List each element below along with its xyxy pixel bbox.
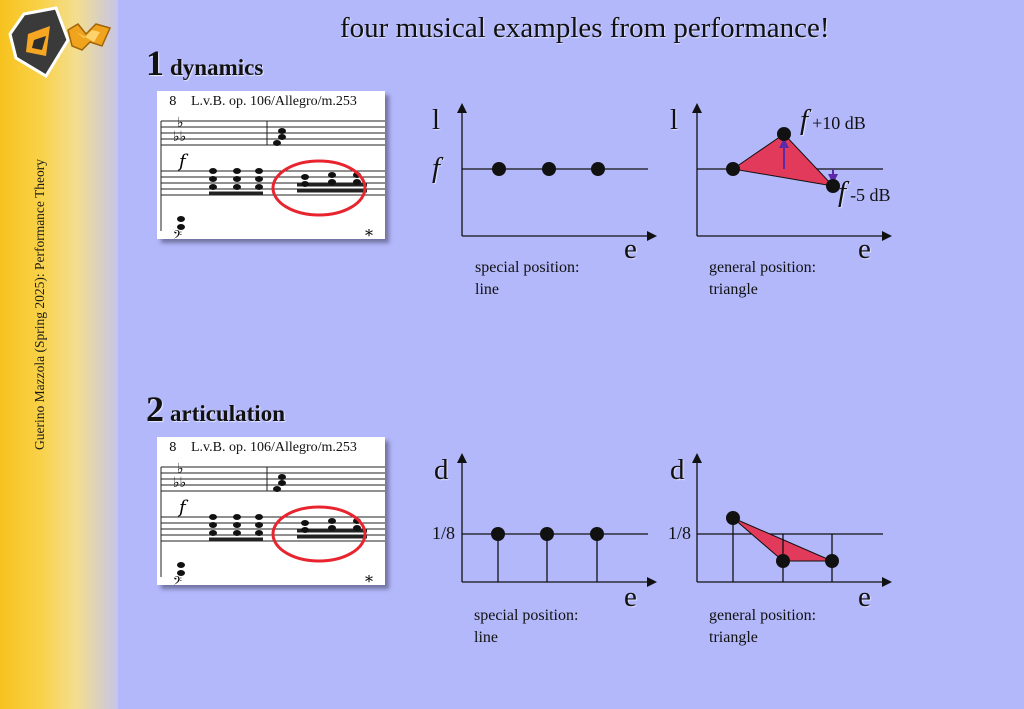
plot-dynamics-general [692, 103, 892, 241]
section-number: 2 [146, 389, 164, 429]
y-tick-label: 1/8 [668, 523, 692, 543]
section-label: dynamics [170, 55, 264, 80]
section-label: articulation [170, 401, 285, 426]
x-axis-label: e [624, 581, 637, 613]
y-axis-label: l [670, 104, 679, 136]
point [825, 554, 839, 568]
dynamic-mark-f: f [432, 152, 441, 184]
svg-text:♭♭: ♭♭ [173, 129, 186, 145]
x-axis-label: e [624, 233, 637, 265]
svg-text:*: * [365, 226, 373, 239]
point [590, 527, 604, 541]
svg-text:♭: ♭ [177, 115, 184, 131]
music-score-image: ♭♭ ♭ 8 𝄢 f * [160, 94, 385, 239]
section-number: 1 [146, 43, 164, 83]
score-caption: L.v.B. op. 106/Allegro/m.253 [191, 440, 357, 455]
svg-text:♭: ♭ [177, 461, 184, 477]
point [776, 554, 790, 568]
down-annotation: f -5 dB [838, 176, 891, 208]
y-tick-label: 1/8 [432, 523, 456, 543]
svg-text:8: 8 [169, 94, 177, 108]
svg-text:♭♭: ♭♭ [173, 475, 186, 491]
y-axis-label: d [670, 454, 685, 486]
y-axis-label: d [434, 454, 449, 486]
point [492, 162, 506, 176]
point [542, 162, 556, 176]
point [726, 511, 740, 525]
plot-caption: general position: triangle [709, 607, 817, 646]
x-axis-label: e [858, 581, 871, 613]
point [491, 527, 505, 541]
plot-caption: general position: triangle [709, 259, 817, 298]
y-axis-label: l [432, 104, 441, 136]
plot-articulation-special [457, 453, 657, 587]
point [826, 179, 840, 193]
slide-title: four musical examples from performance! [340, 12, 830, 44]
point [540, 527, 554, 541]
x-axis-label: e [858, 233, 871, 265]
plot-caption: special position: line [474, 607, 579, 646]
score-excerpt-dynamics: ♭♭ ♭ 8 𝄢 f * L.v.B. op. 106/Allegro/m.25… [157, 91, 385, 239]
point [777, 127, 791, 141]
svg-text:𝄢: 𝄢 [173, 575, 182, 585]
plot-caption: special position: line [475, 259, 580, 298]
mazzola-logo-icon [8, 6, 112, 79]
svg-text:8: 8 [169, 440, 177, 454]
point [591, 162, 605, 176]
plot-dynamics-special [457, 103, 657, 241]
plot-articulation-general [692, 453, 892, 587]
score-caption: L.v.B. op. 106/Allegro/m.253 [191, 94, 357, 109]
score-excerpt-articulation: ♭♭ ♭ 8 𝄢 f * L.v.B. op. 106/Allegro/m.25… [157, 437, 385, 585]
point [726, 162, 740, 176]
up-annotation: f +10 dB [800, 104, 866, 136]
highlight-circle [271, 505, 367, 563]
highlight-circle [271, 159, 367, 217]
sidebar-band: Guerino Mazzola (Spring 2025): Performan… [0, 0, 118, 709]
svg-text:*: * [365, 572, 373, 585]
svg-text:𝄢: 𝄢 [173, 229, 182, 239]
music-score-image: ♭♭ ♭ 8 𝄢 f * [160, 440, 385, 585]
